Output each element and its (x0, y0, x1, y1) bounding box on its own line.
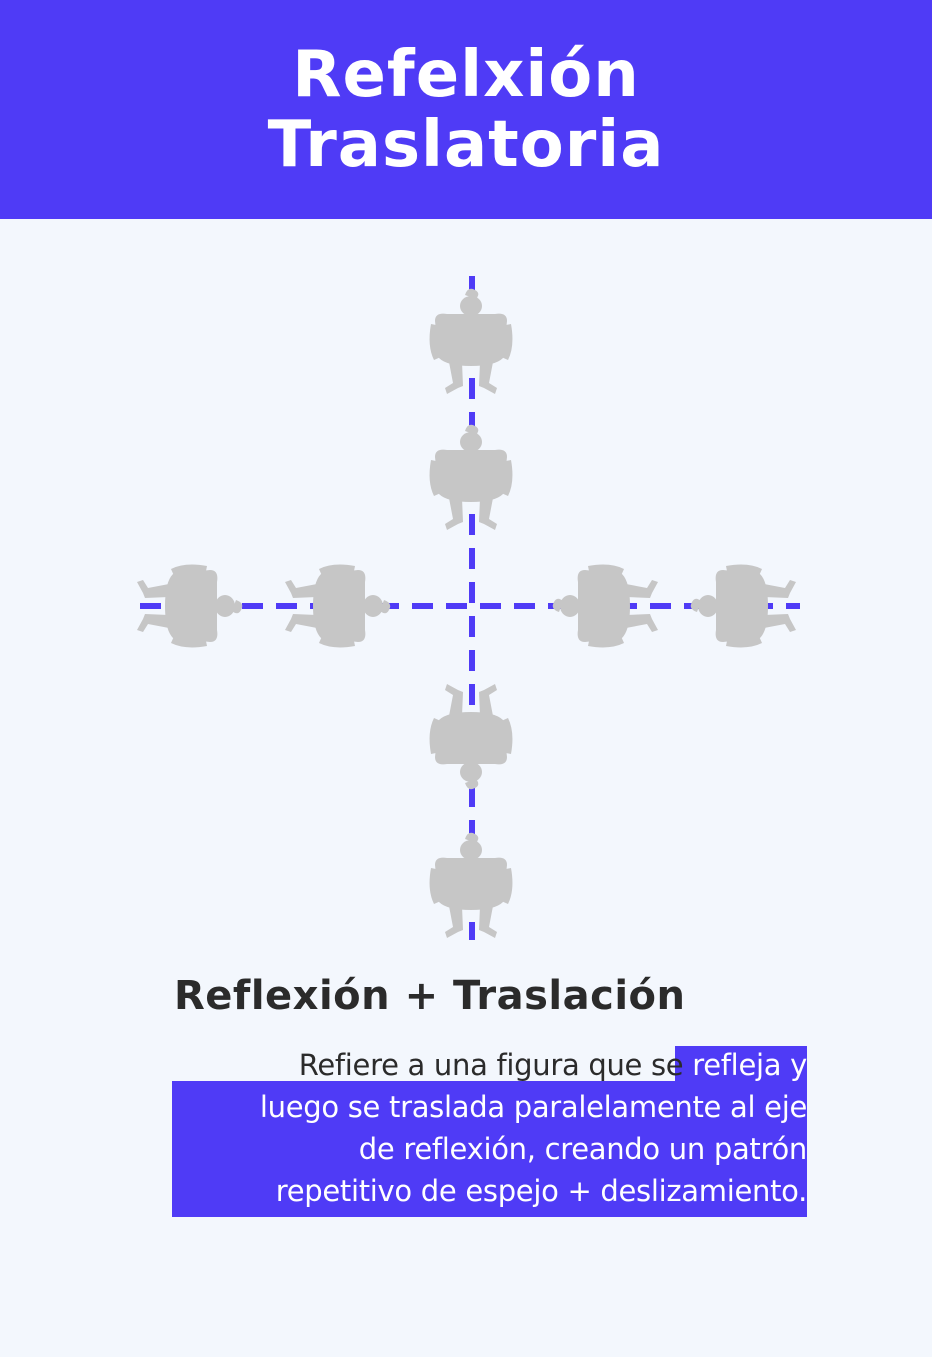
axis-lines (140, 276, 800, 940)
description-line-2: luego se traslada paralelamente al eje (259, 1090, 807, 1124)
description-part-2: refleja y (692, 1048, 807, 1082)
reflection-diagram (137, 276, 800, 940)
person-figure-right-1 (552, 564, 658, 648)
description-line-1: Refiere a una figura que se refleja y (167, 1044, 808, 1086)
description-part-1: Refiere a una figura que se (298, 1048, 693, 1082)
figure-group (137, 288, 796, 938)
highlight-block-top (675, 1046, 807, 1083)
person-figure-right-2 (690, 564, 796, 648)
person-figure-left-2 (285, 564, 391, 648)
header-banner: Refelxión Traslatoria (0, 0, 932, 219)
description-line-3: de reflexión, creando un patrón (358, 1132, 808, 1166)
title-line-1: Refelxión (292, 37, 640, 112)
highlight-block-main (172, 1081, 807, 1217)
title-line-2: Traslatoria (267, 107, 665, 182)
description: Refiere a una figura que se refleja y lu… (167, 1044, 807, 1212)
description-line-4: repetitivo de espejo + deslizamiento. (275, 1174, 808, 1208)
subtitle: Reflexión + Traslación (174, 973, 686, 1019)
